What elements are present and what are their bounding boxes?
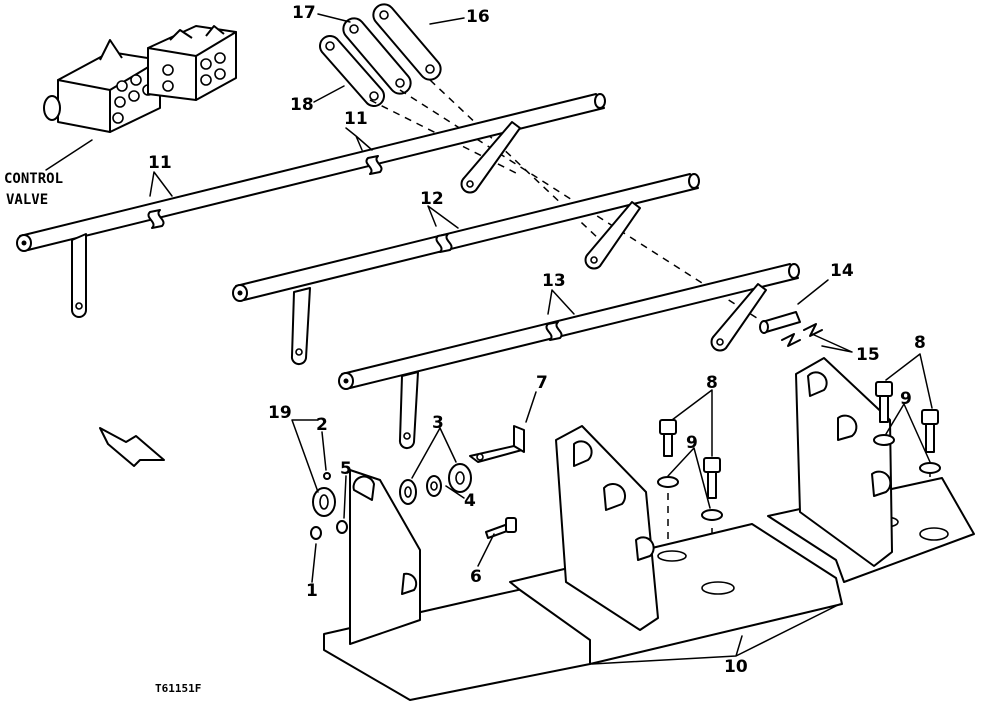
callout-5: 5 xyxy=(340,459,352,479)
washer-9-mid xyxy=(701,509,723,521)
callout-15: 15 xyxy=(856,345,880,365)
callout-6: 6 xyxy=(470,567,482,587)
callout-16: 16 xyxy=(466,7,490,27)
bolt-8-right-1 xyxy=(875,381,893,423)
callout-4: 4 xyxy=(464,491,476,511)
bushing-19 xyxy=(312,487,336,517)
callout-8-right: 8 xyxy=(914,333,926,353)
bushing-3 xyxy=(399,463,472,505)
pin-14 xyxy=(759,311,801,334)
callout-11-upper: 11 xyxy=(344,109,368,129)
control-valve xyxy=(43,25,237,133)
side-plate-left xyxy=(349,469,421,645)
callout-7: 7 xyxy=(536,373,548,393)
control-valve-leader xyxy=(45,139,93,171)
callout-19: 19 xyxy=(268,403,292,423)
control-valve-label-line1: CONTROL xyxy=(4,171,63,187)
callout-13: 13 xyxy=(542,271,566,291)
washer-9-right-2 xyxy=(919,462,941,474)
ball-2 xyxy=(323,472,331,480)
callout-17: 17 xyxy=(292,3,316,23)
control-valve-label-line2: VALVE xyxy=(6,192,48,208)
bushing-4 xyxy=(426,475,442,497)
shaft-12 xyxy=(232,173,700,366)
callout-9-left: 9 xyxy=(686,433,698,453)
forward-arrow-icon xyxy=(99,427,165,467)
callout-8-left: 8 xyxy=(706,373,718,393)
callout-18: 18 xyxy=(290,95,314,115)
bolt-6 xyxy=(485,517,517,539)
link-17 xyxy=(342,17,412,95)
washer-9-right-1 xyxy=(873,434,895,446)
side-plate-right xyxy=(795,357,893,567)
link-16 xyxy=(372,3,442,81)
callout-14: 14 xyxy=(830,261,854,281)
leader-lines xyxy=(149,13,933,665)
washer-9-left xyxy=(657,476,679,488)
bolt-8-mid xyxy=(703,457,721,499)
bolt-8-left xyxy=(659,419,677,457)
side-plate-middle xyxy=(555,425,659,631)
callout-10: 10 xyxy=(724,657,748,677)
callout-1: 1 xyxy=(306,581,318,601)
link-18 xyxy=(319,35,385,107)
callout-9-right: 9 xyxy=(900,389,912,409)
clips-15 xyxy=(781,323,823,347)
bracket-7 xyxy=(469,425,525,463)
shaft-11 xyxy=(16,93,606,318)
figure-code: T61151F xyxy=(155,682,201,695)
callout-12: 12 xyxy=(420,189,444,209)
callout-2: 2 xyxy=(316,415,328,435)
callout-3: 3 xyxy=(432,413,444,433)
nut-1 xyxy=(310,526,322,540)
callout-11-lower: 11 xyxy=(148,153,172,173)
bolt-8-right-2 xyxy=(921,409,939,453)
washer-5 xyxy=(336,520,348,534)
shaft-13 xyxy=(338,263,800,450)
